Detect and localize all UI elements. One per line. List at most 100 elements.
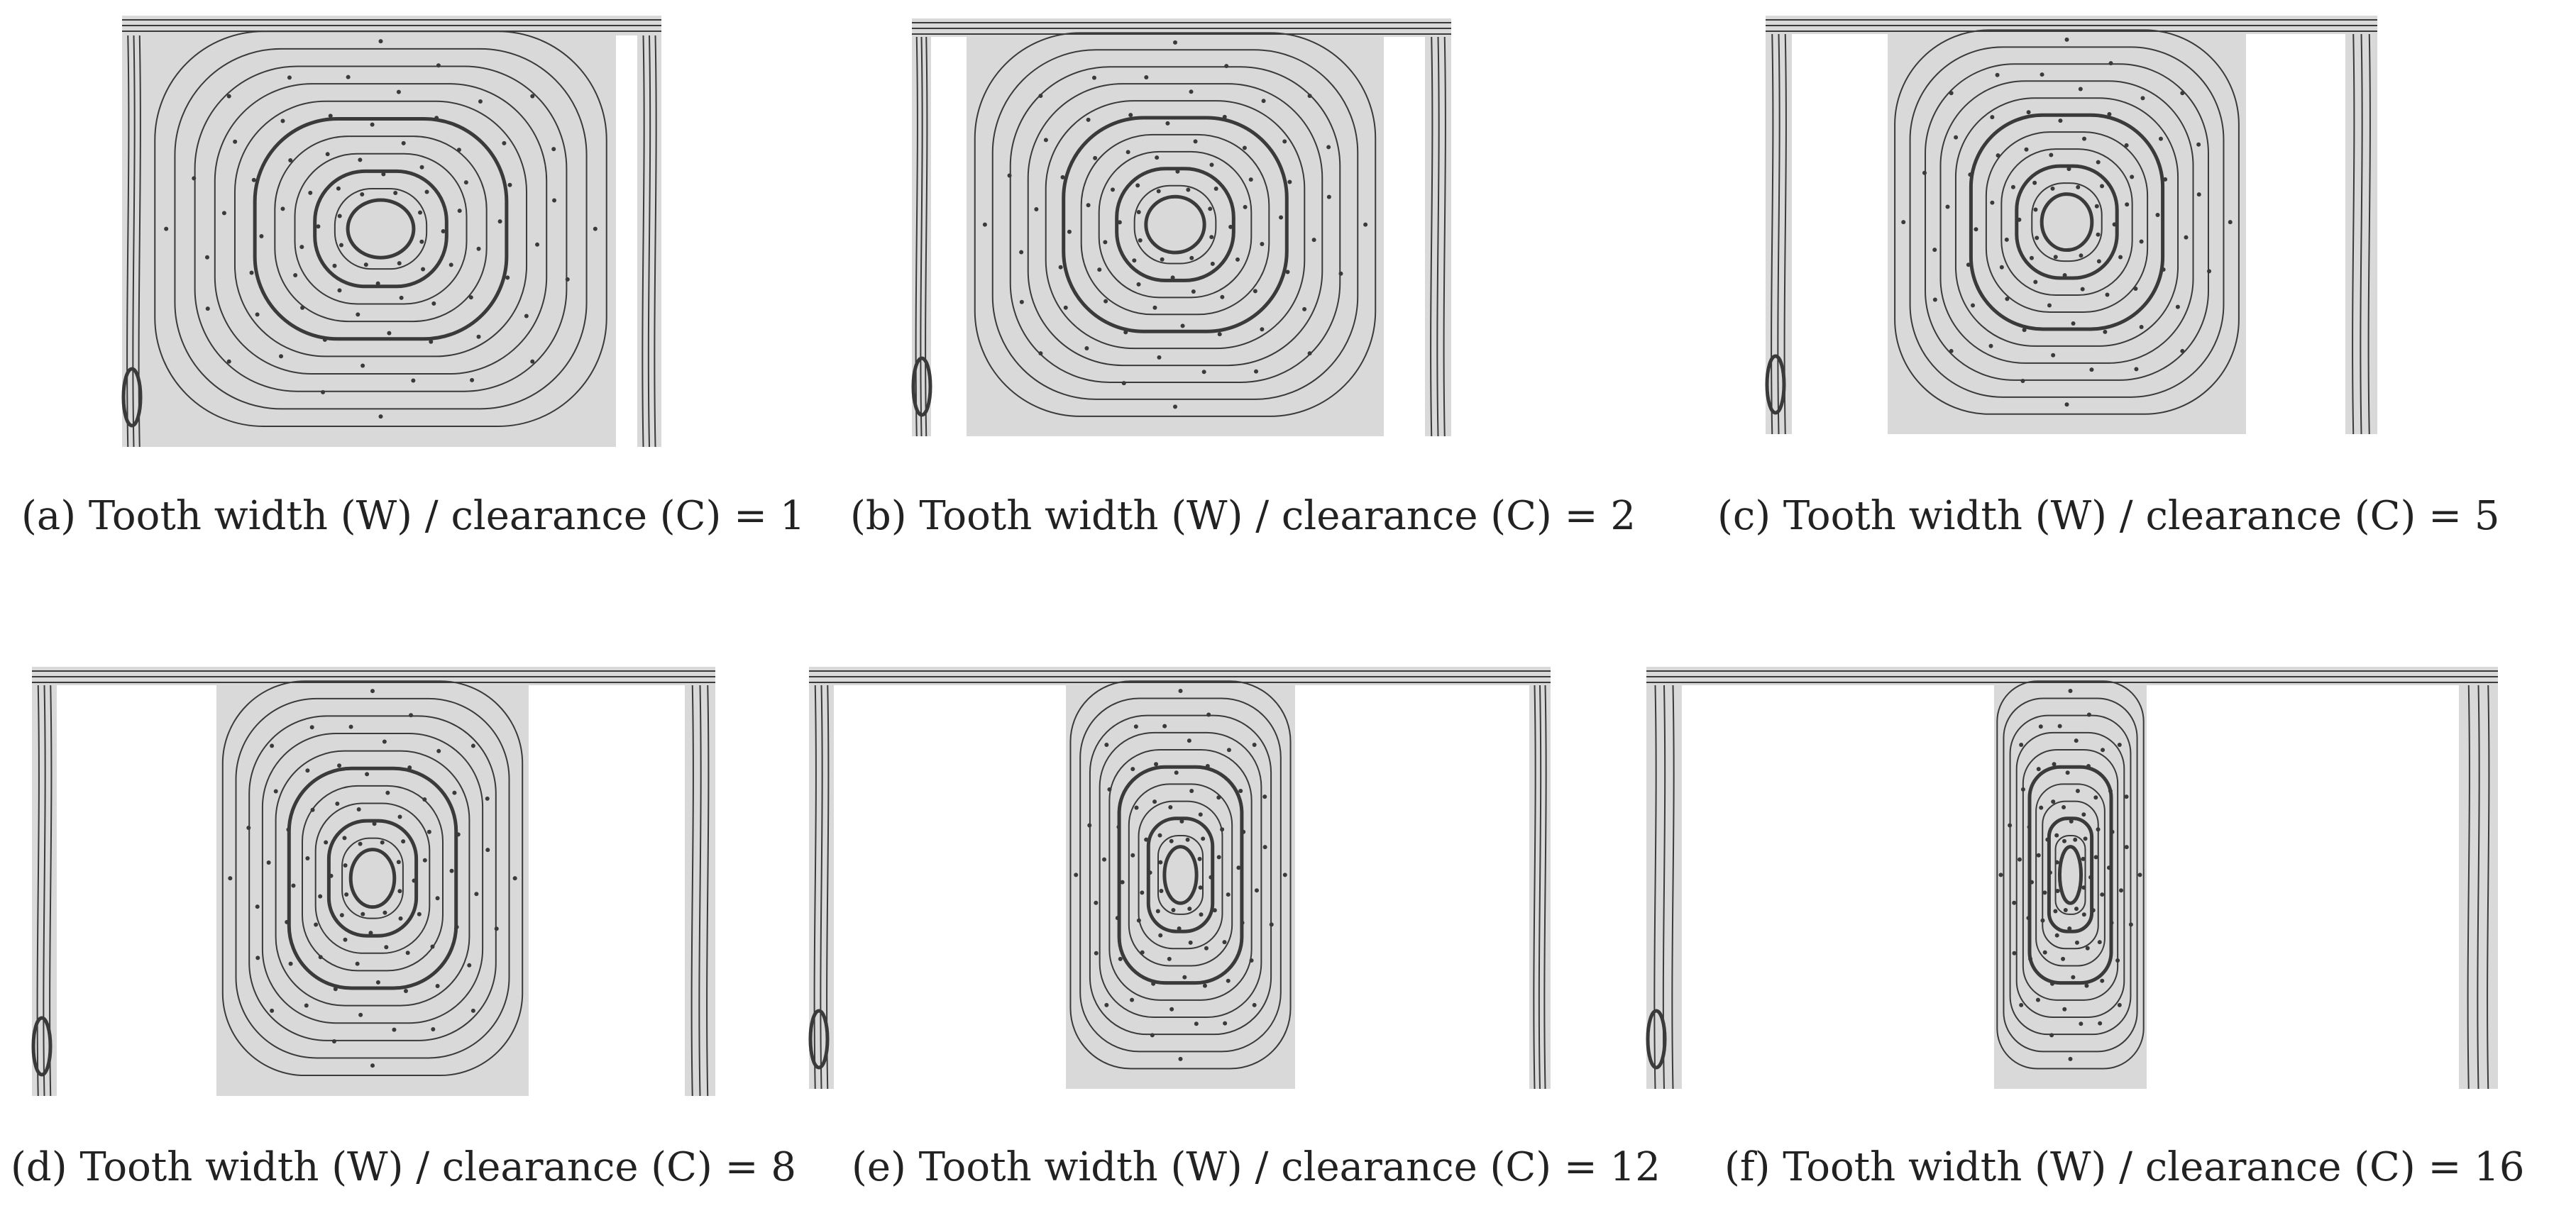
streamline-arrow (485, 796, 490, 801)
streamline-arrow (476, 334, 481, 339)
vortex-streamline (2009, 714, 2132, 1036)
streamline-arrow (344, 892, 349, 897)
vortex-streamline (1045, 100, 1306, 350)
streamline-arrow (2139, 325, 2144, 330)
streamline-arrow (1999, 265, 2004, 270)
streamline-arrow (1990, 200, 1995, 205)
streamline-arrow (1104, 1002, 1109, 1007)
vortex-streamline (341, 837, 404, 919)
vortex-streamline (334, 188, 428, 270)
streamline-arrow (2074, 738, 2079, 743)
streamline-arrow (474, 892, 479, 897)
caption-d: (d) Tooth width (W) / clearance (C) = 8 (11, 1144, 796, 1190)
streamline-arrow (1326, 194, 1331, 199)
caption-e: (e) Tooth width (W) / clearance (C) = 12 (852, 1144, 1661, 1190)
vortex-streamline (1954, 97, 2179, 347)
streamline-arrow (324, 840, 329, 845)
streamline-arrow (2030, 880, 2034, 885)
streamline-arrow (279, 354, 284, 359)
streamline-arrow (2093, 855, 2098, 860)
streamline-arrow (1922, 170, 1927, 175)
streamline-arrow (1198, 885, 1203, 890)
streamline-arrow (382, 739, 387, 744)
streamline-arrow (2054, 833, 2059, 838)
streamline-arrow (1130, 767, 1135, 772)
streamline-arrow (370, 689, 375, 694)
streamline-arrow (1134, 805, 1139, 810)
side-streamline (654, 35, 657, 448)
vortex-streamline (1098, 150, 1253, 299)
vortex-streamline (235, 697, 510, 1059)
streamline-arrow (418, 210, 423, 215)
streamline-arrow (1193, 139, 1198, 144)
streamline-arrow (2093, 795, 2098, 800)
streamline-arrow (1147, 870, 1152, 875)
streamline-arrow (1201, 370, 1206, 375)
streamline-arrow (1094, 951, 1099, 956)
streamline-arrow (360, 363, 365, 368)
streamline-arrow (468, 295, 473, 300)
streamline-arrow (2105, 292, 2110, 297)
vortex-streamline (274, 135, 488, 323)
streamline-arrow (2051, 799, 2056, 804)
streamline-arrow (1019, 250, 1024, 255)
streamline-arrow (316, 224, 321, 229)
streamline-arrow (304, 1003, 309, 1008)
streamline-arrow (535, 242, 540, 247)
streamline-arrow (1252, 742, 1257, 747)
streamline-arrow (346, 74, 351, 79)
vortex-streamline (1894, 29, 2240, 415)
vortex-streamline (174, 48, 588, 410)
streamline-arrow (249, 270, 254, 275)
streamline-arrow (1160, 257, 1165, 262)
streamline-arrow (1254, 888, 1259, 893)
streamline-arrow (2117, 1002, 2122, 1007)
streamline-arrow (1189, 89, 1194, 94)
streamline-arrow (1285, 270, 1290, 275)
streamline-arrow (2118, 255, 2123, 260)
side-streamline (1777, 33, 1780, 435)
streamline-arrow (1034, 207, 1039, 212)
streamline-arrow (2052, 762, 2057, 767)
streamline-arrow (1282, 873, 1287, 877)
vortex-streamline (2054, 834, 2086, 915)
streamline-arrow (1210, 261, 1215, 266)
streamline-arrow (1128, 113, 1133, 118)
streamline-arrow (2080, 287, 2085, 292)
side-streamline (1653, 685, 1657, 1090)
streamline-arrow (1235, 257, 1240, 262)
streamline-arrow (280, 206, 285, 211)
streamline-arrow (363, 262, 368, 267)
streamline-arrow (2061, 956, 2066, 961)
streamline-arrow (314, 922, 319, 927)
vortex-streamline (287, 766, 458, 990)
streamline-arrow (398, 916, 403, 921)
vortex-streamline (1996, 680, 2145, 1070)
streamline-arrow (1171, 908, 1176, 913)
streamline-arrow (255, 956, 260, 960)
streamline-arrow (1282, 139, 1287, 144)
streamline-arrow (1326, 145, 1331, 150)
streamline-arrow (1168, 804, 1173, 809)
streamline-arrow (1974, 227, 1978, 232)
streamline-arrow (370, 1063, 375, 1068)
streamline-arrow (1189, 788, 1194, 793)
streamline-arrow (1157, 833, 1162, 838)
streamline-arrow (470, 377, 475, 382)
panel-b (911, 18, 1451, 437)
vortex-streamline (1009, 66, 1341, 383)
streamline-arrow (1133, 724, 1138, 729)
streamline-arrow (2051, 353, 2056, 358)
streamline-arrow (441, 228, 446, 233)
streamline-arrow (305, 856, 310, 861)
streamline-arrow (1236, 865, 1241, 870)
side-streamline (1436, 36, 1440, 437)
streamline-arrow (2062, 838, 2066, 843)
caption-f: (f) Tooth width (W) / clearance (C) = 16 (1724, 1144, 2525, 1190)
streamline-arrow (2124, 845, 2129, 850)
caption-b: (b) Tooth width (W) / clearance (C) = 2 (850, 493, 1636, 539)
side-streamline (1538, 685, 1542, 1090)
streamline-arrow (1261, 99, 1266, 104)
streamline-arrow (2084, 983, 2089, 988)
streamline-arrow (2069, 819, 2074, 824)
